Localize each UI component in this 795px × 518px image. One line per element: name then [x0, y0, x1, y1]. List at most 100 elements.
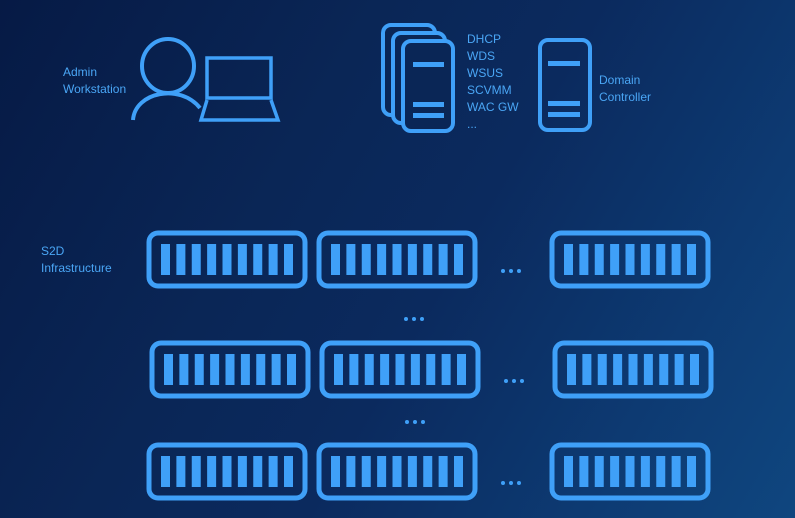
drive-bay [287, 354, 296, 385]
drive-bay [361, 244, 371, 275]
drive-bay [407, 244, 417, 275]
drive-bay [377, 244, 387, 275]
drive-bay [191, 456, 201, 487]
s2d-node-chassis [146, 230, 308, 289]
drive-bay [423, 456, 433, 487]
drive-bay [346, 456, 356, 487]
ellipsis-dot [413, 420, 417, 424]
drive-bay [392, 244, 402, 275]
drive-bay [594, 456, 604, 487]
drive-bay [222, 456, 232, 487]
drive-bay [659, 354, 669, 385]
s2d-infrastructure-label: S2D Infrastructure [41, 244, 112, 275]
drive-bay [625, 456, 635, 487]
service-item: WAC GW [467, 100, 519, 114]
s2d-node-chassis [549, 442, 711, 501]
drive-bay [284, 244, 293, 275]
server-stack-bays [413, 62, 444, 118]
s2d-node [549, 230, 711, 289]
drive-bay [240, 354, 250, 385]
drive-bay [410, 354, 420, 385]
drive-bay [237, 456, 247, 487]
s2d-node-chassis [552, 340, 714, 399]
row-ellipsis [501, 481, 521, 485]
drive-bay [253, 244, 263, 275]
row-ellipsis [501, 269, 521, 273]
drive-bay [426, 354, 436, 385]
drive-bay [207, 244, 217, 275]
drive-bay [687, 244, 696, 275]
drive-bay [643, 354, 653, 385]
domain-controller-label: Domain Controller [599, 73, 652, 104]
ellipsis-dot [509, 269, 513, 273]
drive-bay [687, 456, 696, 487]
drive-bay [690, 354, 699, 385]
s2d-node [319, 340, 481, 399]
ellipsis-dot [501, 481, 505, 485]
service-item: DHCP [467, 32, 502, 46]
drive-bay [395, 354, 405, 385]
drive-bay [253, 456, 263, 487]
ellipsis-dot [420, 317, 424, 321]
ellipsis-dot [509, 481, 513, 485]
drive-bay [191, 244, 201, 275]
drive-bay [268, 244, 278, 275]
ellipsis-dot [520, 379, 524, 383]
drive-bay [392, 456, 402, 487]
drive-bay [407, 456, 417, 487]
laptop-icon [198, 56, 281, 122]
drive-bay [625, 244, 635, 275]
drive-bay [441, 354, 451, 385]
drive-bay [346, 244, 356, 275]
s2d-node-chassis [316, 230, 478, 289]
service-item: ... [467, 117, 478, 131]
ellipsis-dot [404, 317, 408, 321]
s2d-node-chassis [319, 340, 481, 399]
drive-bay [176, 456, 186, 487]
drive-bay [164, 354, 173, 385]
drive-bay [194, 354, 204, 385]
drive-bay [582, 354, 592, 385]
s2d-node-chassis [316, 442, 478, 501]
s2d-node [316, 442, 478, 501]
drive-bay [567, 354, 576, 385]
drive-bay [423, 244, 433, 275]
drive-bay [454, 244, 463, 275]
drive-bay [674, 354, 684, 385]
server-tower-icon [538, 38, 592, 132]
drive-bay [640, 244, 650, 275]
drive-bay [222, 244, 232, 275]
drive-bay [597, 354, 607, 385]
service-item: WSUS [467, 66, 503, 80]
drive-bay [613, 354, 623, 385]
ellipsis-dot [412, 317, 416, 321]
s2d-node [552, 340, 714, 399]
drive-bay [207, 456, 217, 487]
drive-bay [564, 244, 573, 275]
service-item: SCVMM [467, 83, 512, 97]
drive-bay [161, 456, 170, 487]
drive-bay [161, 244, 170, 275]
drive-bay [284, 456, 293, 487]
ellipsis-dot [512, 379, 516, 383]
drive-bay [457, 354, 466, 385]
s2d-node [146, 230, 308, 289]
drive-bay [640, 456, 650, 487]
s2d-node-chassis [149, 340, 311, 399]
s2d-node [149, 340, 311, 399]
row-ellipsis [504, 379, 524, 383]
drive-bay [334, 354, 343, 385]
drive-bay [237, 244, 247, 275]
drive-bay [361, 456, 371, 487]
drive-bay [377, 456, 387, 487]
drive-bay [364, 354, 374, 385]
admin-workstation-label: Admin Workstation [63, 65, 127, 96]
ellipsis-dot [517, 269, 521, 273]
drive-bay [671, 456, 681, 487]
drive-bay [268, 456, 278, 487]
drive-bay [225, 354, 235, 385]
drive-bay [594, 244, 604, 275]
drive-bay [628, 354, 638, 385]
drive-bay [656, 456, 666, 487]
ellipsis-dot [421, 420, 425, 424]
